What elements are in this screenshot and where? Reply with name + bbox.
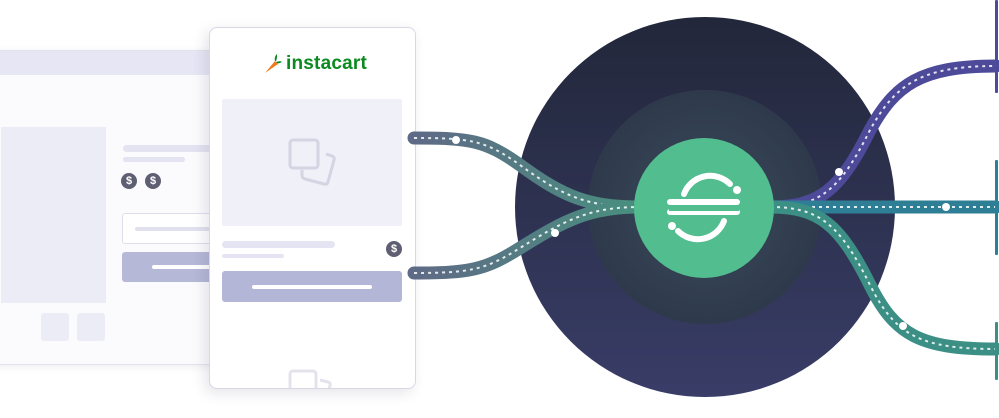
instacart-logo: instacart — [262, 51, 367, 77]
pipe-to-destination-bottom — [763, 200, 999, 356]
segment-logo-icon — [667, 172, 740, 243]
destination-bottom — [995, 322, 998, 380]
product-title-placeholder — [123, 145, 233, 152]
product-title-placeholder — [222, 241, 335, 248]
product-image-placeholder — [222, 99, 402, 226]
destination-middle — [995, 160, 998, 255]
product-image-placeholder — [1, 127, 106, 303]
desktop-header-bar — [0, 51, 241, 75]
pipe-from-mobile — [407, 200, 647, 280]
dollar-icon: $ — [145, 173, 161, 189]
carrot-icon — [265, 54, 282, 73]
thumbnail[interactable] — [41, 313, 69, 341]
thumbnail[interactable] — [77, 313, 105, 341]
product-subtitle-placeholder — [222, 254, 284, 258]
product-subtitle-placeholder — [123, 157, 185, 162]
dollar-icon: $ — [386, 241, 402, 257]
destination-top — [995, 0, 998, 93]
add-to-cart-button[interactable] — [222, 271, 402, 302]
brand-name: instacart — [286, 53, 368, 74]
image-placeholder-icon — [288, 369, 332, 388]
dollar-icon: $ — [121, 173, 137, 189]
image-placeholder-icon — [288, 138, 336, 186]
mobile-product-page: instacart $ — [209, 27, 416, 389]
desktop-product-page: $ $ — [0, 50, 242, 365]
